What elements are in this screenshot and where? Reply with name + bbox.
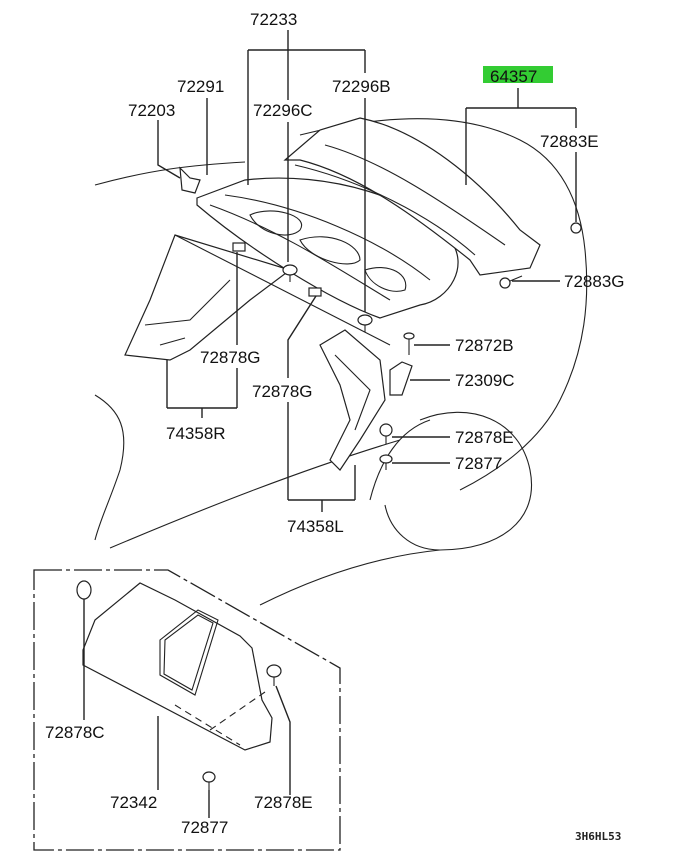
label-64357[interactable]: 64357	[490, 67, 537, 86]
label-72342[interactable]: 72342	[110, 793, 157, 812]
label-72878e-box[interactable]: 72878E	[254, 793, 313, 812]
detail-box: 72878C 72342 72878E 72877	[33, 569, 341, 851]
label-72878e-top[interactable]: 72878E	[455, 428, 514, 447]
label-72291[interactable]: 72291	[177, 77, 224, 96]
side-trim-r-part[interactable]	[124, 234, 391, 361]
side-trim-l-part[interactable]	[319, 329, 386, 471]
clip-72296b-icon	[357, 314, 373, 326]
label-74358r[interactable]: 74358R	[166, 424, 226, 443]
label-74358l[interactable]: 74358L	[287, 517, 344, 536]
fasteners	[179, 166, 582, 470]
highlight-64357	[483, 66, 553, 83]
label-72877-box[interactable]: 72877	[181, 818, 228, 837]
clip-72878g-a-icon	[232, 242, 246, 252]
screw-72883g-icon	[499, 277, 511, 289]
label-72883g[interactable]: 72883G	[564, 272, 625, 291]
label-72309c[interactable]: 72309C	[455, 371, 515, 390]
bracket-72291-icon	[179, 166, 201, 194]
car-body-outline	[94, 118, 588, 606]
label-72296b[interactable]: 72296B	[332, 77, 391, 96]
label-72872b[interactable]: 72872B	[455, 336, 514, 355]
label-72878c[interactable]: 72878C	[45, 723, 105, 742]
drawing-code: 3H6HL53	[575, 830, 621, 843]
label-72233[interactable]: 72233	[250, 10, 297, 29]
label-72877-top[interactable]: 72877	[455, 454, 502, 473]
partition-panel-part[interactable]	[82, 582, 273, 751]
label-72878g-b[interactable]: 72878G	[252, 382, 313, 401]
label-72296c[interactable]: 72296C	[253, 101, 313, 120]
clip-72877-icon	[379, 454, 393, 464]
clip-72296c-icon	[282, 264, 298, 276]
rear-shelf-part[interactable]	[196, 177, 459, 319]
panel-window	[159, 609, 219, 696]
clip-72878e-icon	[379, 423, 393, 437]
holder-72309c-icon	[389, 361, 413, 396]
screw-72883e-icon	[570, 222, 582, 234]
package-tray-trim-part[interactable]	[283, 117, 541, 276]
label-72883e[interactable]: 72883E	[540, 132, 599, 151]
label-72878g-a[interactable]: 72878G	[200, 348, 261, 367]
clip-72878c-icon	[76, 580, 92, 600]
screw-72872b-icon	[403, 332, 415, 340]
label-72203[interactable]: 72203	[128, 101, 175, 120]
clip-72878g-b-icon	[308, 287, 322, 297]
clip-72878e-box-icon	[266, 664, 282, 678]
leader-lines	[157, 30, 577, 512]
clip-72877-box-icon	[202, 771, 216, 783]
